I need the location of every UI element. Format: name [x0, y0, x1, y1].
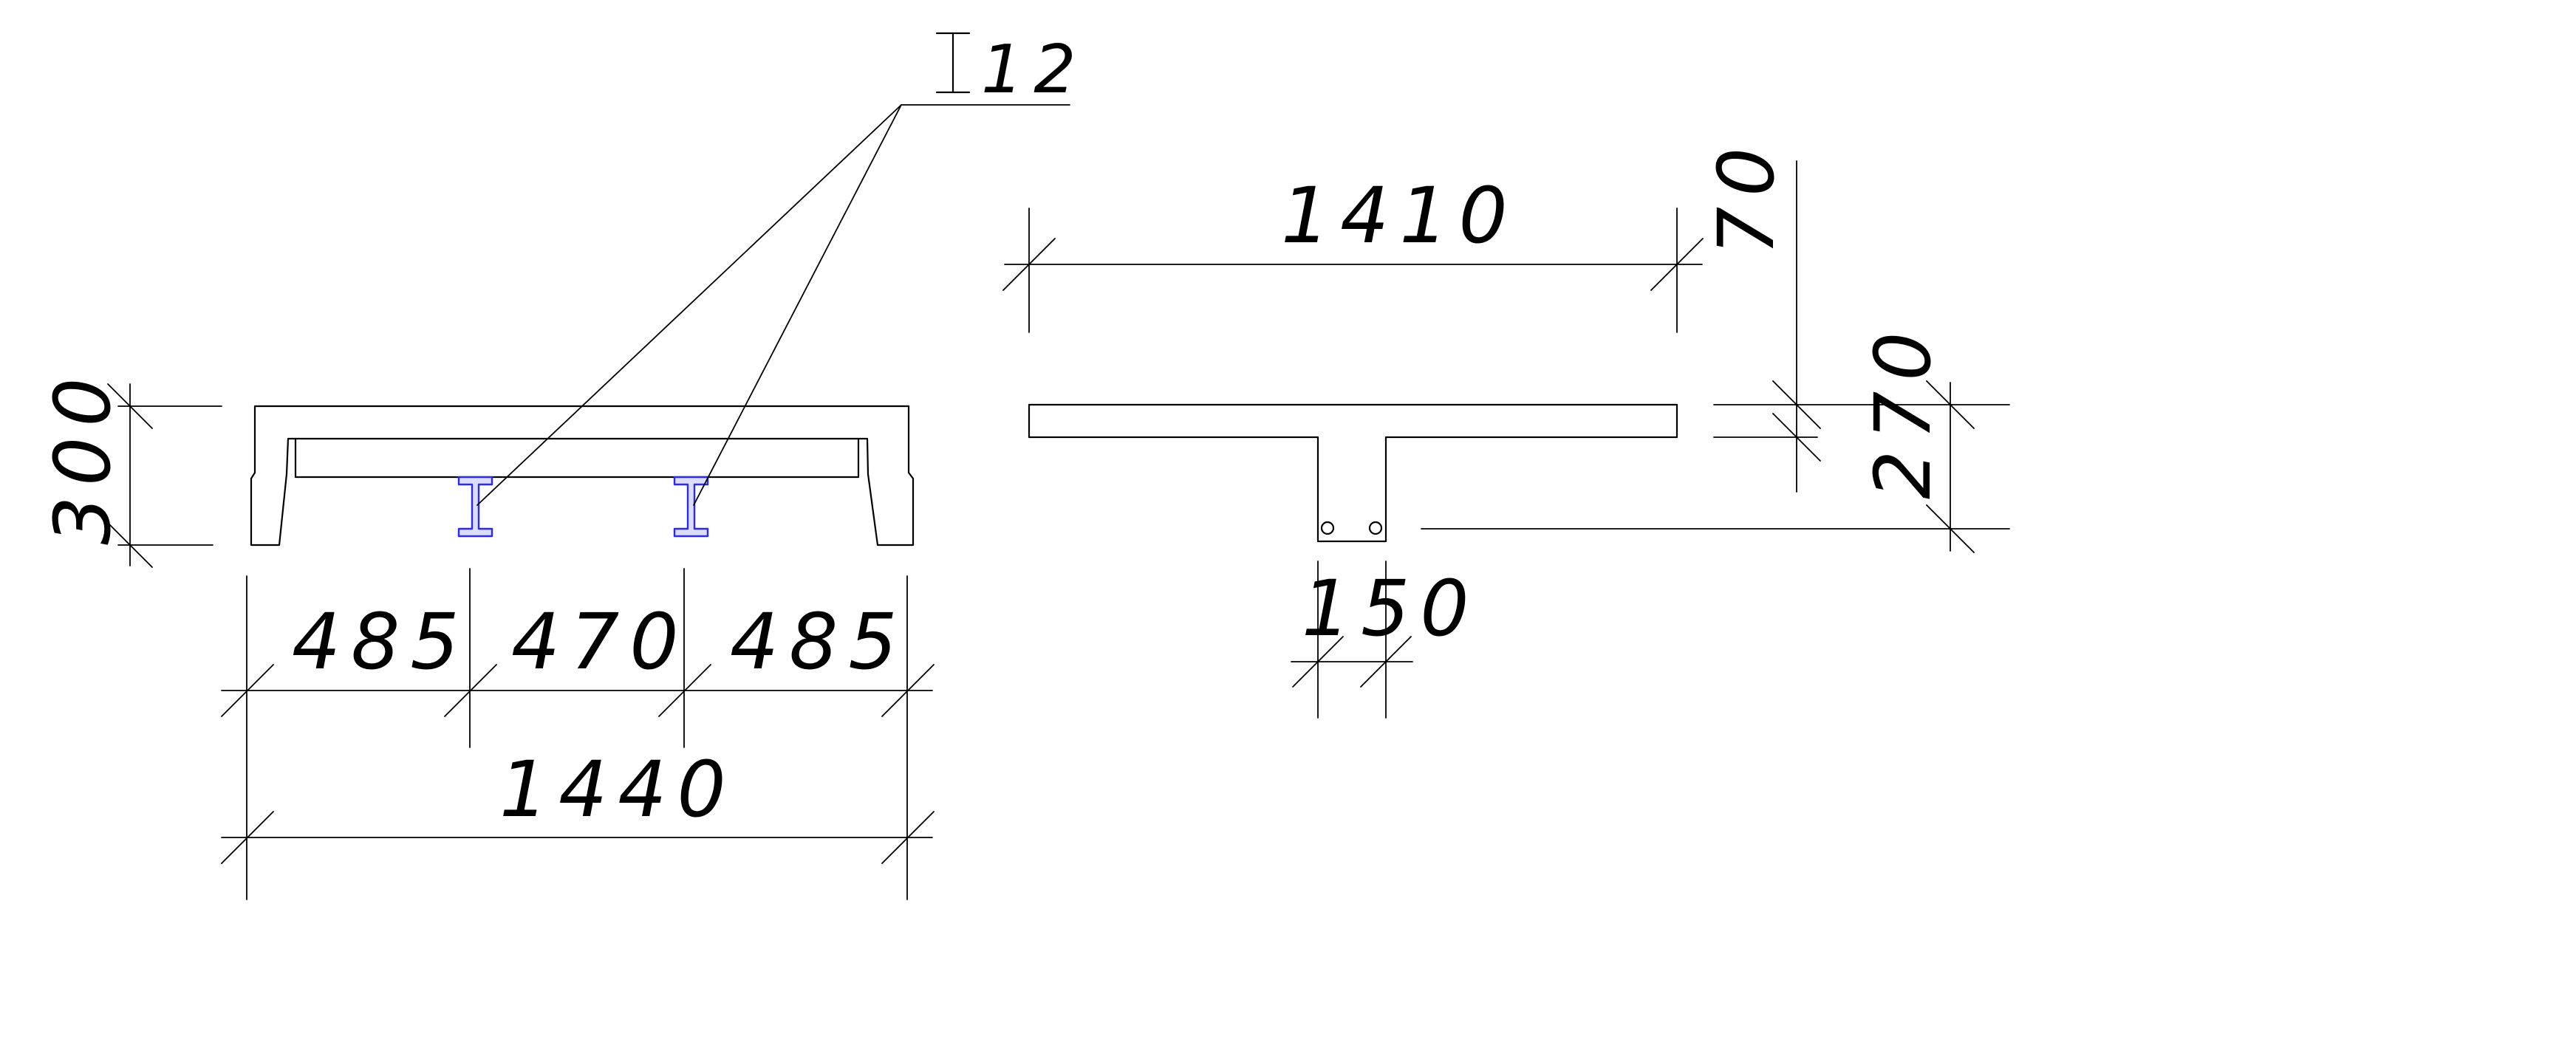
- flange-thickness-label: 70: [1701, 137, 1791, 256]
- height-dimensions: 70 270: [1421, 137, 2010, 553]
- callout-profile-number: 12: [981, 31, 1087, 109]
- left-height-label: 300: [38, 367, 128, 545]
- spacing-label-1: 485: [292, 597, 470, 687]
- total-height-label: 270: [1858, 321, 1948, 499]
- left-overall-width-dimension: 1440: [221, 744, 935, 864]
- i-beam-icon: [673, 476, 709, 538]
- overall-width-label: 1440: [499, 744, 737, 835]
- left-height-dimension: 300: [38, 367, 222, 568]
- i-beam-icon: [457, 476, 493, 538]
- flange-width-label: 1410: [1281, 171, 1518, 261]
- callout-leaders: [476, 104, 1070, 506]
- rib-width-dimension: 150: [1291, 561, 1480, 719]
- callout-i-symbol-icon: [935, 32, 971, 94]
- right-section: [1028, 403, 1678, 543]
- left-section-outline: [250, 405, 915, 547]
- rebar-icon: [1368, 521, 1383, 535]
- t-section-outline: [1028, 403, 1678, 543]
- rebar-icon: [1320, 521, 1335, 535]
- spacing-label-2: 470: [511, 597, 689, 687]
- spacing-label-3: 485: [730, 597, 908, 687]
- flange-width-dimension: 1410: [1002, 171, 1704, 333]
- left-section: [250, 405, 915, 547]
- rib-width-label: 150: [1302, 563, 1480, 654]
- callout: 12: [935, 31, 1087, 109]
- left-spacing-dimension: 485 470 485: [221, 568, 935, 900]
